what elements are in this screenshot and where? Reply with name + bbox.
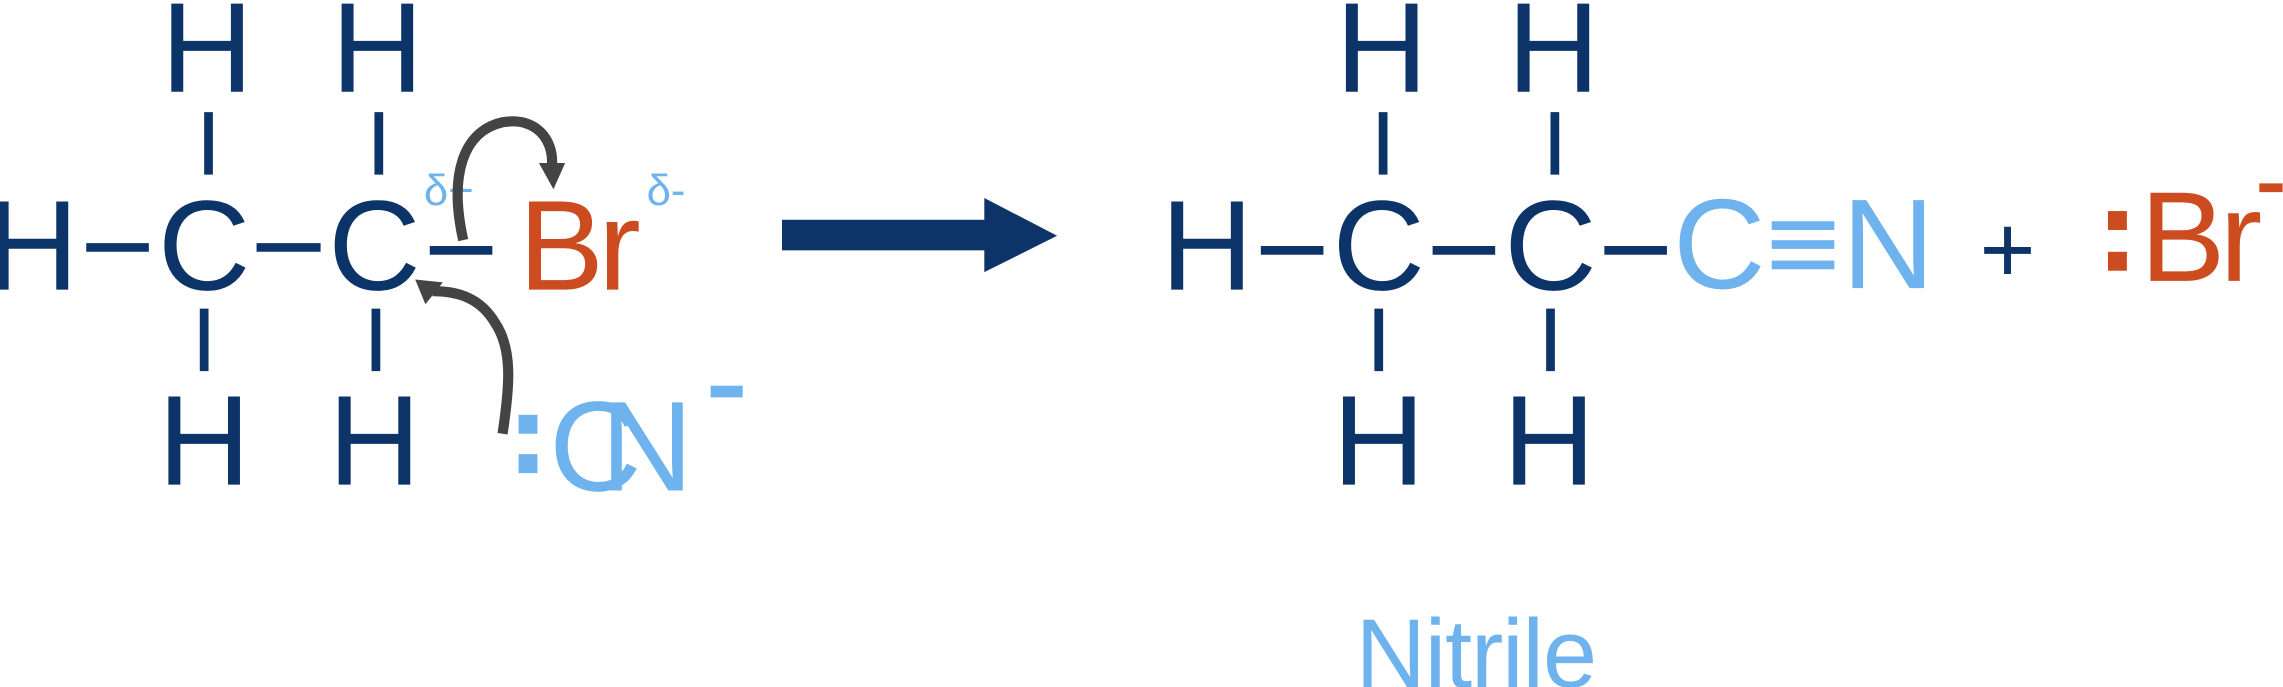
atom-c: C (1332, 175, 1425, 318)
atom-h: H (1332, 370, 1425, 513)
atom-c: C (328, 175, 420, 318)
reaction-arrow-icon (781, 197, 1058, 273)
atom-h: H (1503, 370, 1595, 513)
cyanide-formula: CN (549, 376, 693, 519)
atom-h: H (161, 0, 253, 120)
atom-h: H (1335, 0, 1428, 120)
negative-charge (2259, 183, 2283, 193)
lone-pair-dot (518, 414, 538, 434)
negative-charge (710, 385, 743, 398)
atom-h: H (1161, 175, 1254, 318)
reactant-bromoethane: H H H C C Br H H δ+ δ- (0, 0, 685, 513)
lone-pair-dot (2107, 251, 2127, 271)
atom-h: H (1507, 0, 1600, 120)
plus-sign: + (1979, 196, 2035, 303)
atom-h: H (328, 370, 420, 513)
atom-nitrile-c: C (1673, 173, 1766, 316)
curly-arrow-cn-to-carbon (415, 279, 514, 435)
product-label-nitrile: Nitrile (1355, 599, 1597, 687)
delta-plus-label: δ+ (424, 166, 474, 215)
atom-h: H (331, 0, 424, 120)
atom-h: H (158, 370, 250, 513)
atom-h: H (0, 175, 79, 318)
product-nitrile: H H H C C C N H H Nitrile (1161, 0, 1935, 687)
curly-arrow-bond-to-br (452, 116, 566, 242)
atom-c: C (158, 175, 250, 318)
atom-br: Br (519, 175, 641, 318)
triple-bond (1771, 221, 1835, 270)
lone-pair-dot (2107, 211, 2127, 230)
atom-c: C (1504, 175, 1597, 318)
atom-nitrile-n: N (1842, 173, 1935, 316)
bromide-ion: Br (2107, 166, 2283, 309)
lone-pair-dot (518, 454, 538, 474)
cyanide-nucleophile: CN (518, 376, 743, 519)
delta-minus-label: δ- (647, 166, 686, 215)
bromide-formula: Br (2140, 166, 2262, 309)
